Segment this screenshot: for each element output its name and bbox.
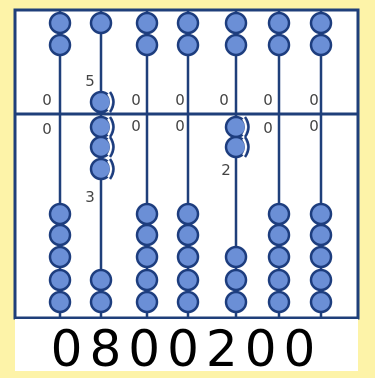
lower-bead	[91, 270, 111, 290]
upper-bead	[311, 35, 331, 55]
upper-value-label: 0	[219, 91, 229, 109]
lower-bead	[137, 204, 157, 224]
lower-bead	[269, 270, 289, 290]
lower-bead	[311, 247, 331, 267]
upper-bead	[137, 35, 157, 55]
lower-bead	[50, 270, 70, 290]
lower-bead	[91, 292, 111, 312]
lower-bead	[137, 247, 157, 267]
lower-bead	[178, 270, 198, 290]
upper-bead	[269, 35, 289, 55]
lower-value-label: 0	[131, 117, 141, 135]
upper-value-label: 0	[175, 91, 185, 109]
upper-value-label: 0	[42, 91, 52, 109]
lower-bead	[178, 292, 198, 312]
lower-value-label: 0	[309, 117, 319, 135]
lower-bead	[311, 204, 331, 224]
lower-bead	[311, 292, 331, 312]
lower-bead	[226, 292, 246, 312]
number-display: 0800200	[51, 320, 323, 378]
upper-bead	[226, 13, 246, 33]
lower-bead	[178, 204, 198, 224]
lower-bead	[311, 270, 331, 290]
lower-bead	[50, 225, 70, 245]
upper-bead	[269, 13, 289, 33]
lower-bead	[269, 204, 289, 224]
upper-bead	[91, 13, 111, 33]
lower-bead	[269, 225, 289, 245]
upper-bead	[311, 13, 331, 33]
lower-bead	[137, 225, 157, 245]
lower-bead	[50, 247, 70, 267]
lower-bead	[178, 247, 198, 267]
upper-bead	[178, 35, 198, 55]
lower-bead	[226, 270, 246, 290]
lower-value-label: 0	[263, 119, 273, 137]
lower-bead	[137, 270, 157, 290]
lower-bead	[311, 225, 331, 245]
upper-value-label: 0	[263, 91, 273, 109]
lower-value-label: 3	[85, 188, 95, 206]
upper-value-label: 0	[131, 91, 141, 109]
upper-bead	[226, 35, 246, 55]
lower-value-label: 0	[175, 117, 185, 135]
upper-bead	[178, 13, 198, 33]
upper-value-label: 5	[85, 72, 95, 90]
upper-bead	[50, 13, 70, 33]
lower-bead	[50, 204, 70, 224]
upper-value-label: 0	[309, 91, 319, 109]
lower-bead	[178, 225, 198, 245]
upper-bead	[137, 13, 157, 33]
lower-value-label: 0	[42, 120, 52, 138]
lower-bead	[137, 292, 157, 312]
upper-bead	[50, 35, 70, 55]
lower-bead	[269, 247, 289, 267]
lower-bead	[226, 247, 246, 267]
lower-value-label: 2	[221, 161, 231, 179]
lower-bead	[50, 292, 70, 312]
lower-bead	[269, 292, 289, 312]
